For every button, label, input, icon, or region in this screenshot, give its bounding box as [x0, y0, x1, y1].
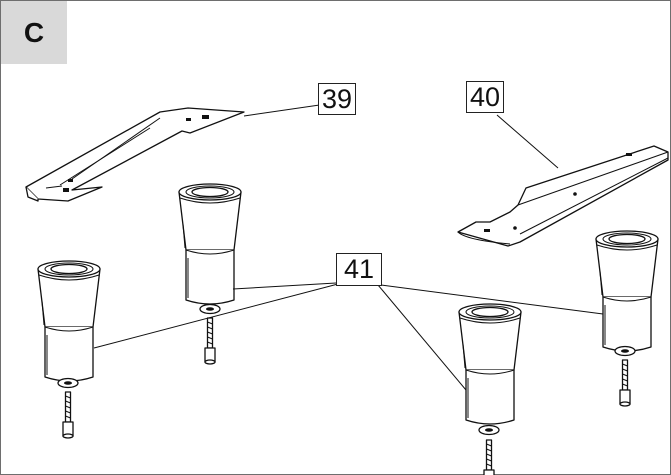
washer-a [57, 377, 79, 389]
step-letter: C [23, 16, 45, 48]
leader-lines [93, 99, 604, 391]
callout-40: 40 [466, 81, 504, 113]
washer-b [199, 303, 221, 315]
screw-a [62, 391, 74, 439]
callout-41: 41 [336, 253, 382, 286]
foot-part-41-d [595, 230, 659, 352]
foot-part-41-b [178, 183, 242, 305]
step-label-box: C [1, 1, 67, 64]
screw-d [619, 359, 631, 407]
foot-part-41-a [37, 260, 101, 382]
bracket-part-40 [457, 145, 669, 247]
bracket-part-39 [25, 107, 245, 202]
foot-part-41-c [458, 303, 522, 425]
washer-c [478, 424, 500, 436]
callout-39: 39 [318, 83, 356, 115]
washer-d [614, 345, 636, 357]
screw-c [483, 439, 495, 475]
screw-b [204, 317, 216, 365]
